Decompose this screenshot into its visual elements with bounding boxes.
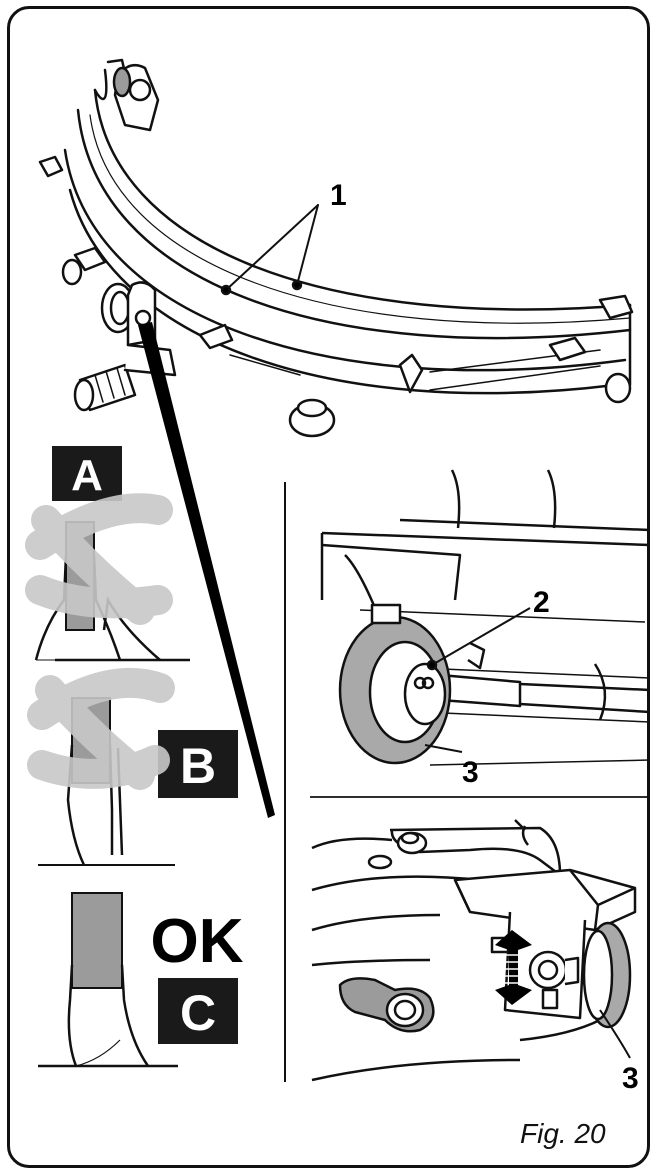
panel-a: A [25, 446, 190, 662]
tag-c-label: C [180, 985, 216, 1041]
tag-a-label: A [71, 451, 103, 500]
wheel-detail [320, 469, 651, 766]
tag-b-label: B [180, 738, 216, 794]
figure-caption: Fig. 20 [520, 1118, 606, 1149]
blade-strip-c [71, 892, 123, 989]
height-adjust-arrow [495, 930, 532, 1005]
zoom-wedge [138, 322, 275, 818]
callout-3-upper: 3 [462, 756, 479, 789]
tag-b-box [158, 730, 238, 798]
panel-c: OK C [38, 892, 244, 1068]
panel-b: B [27, 667, 238, 866]
ok-label: OK [151, 907, 244, 976]
cross-mark-b [27, 667, 175, 790]
tag-a-box [52, 446, 122, 501]
tag-c-box [158, 978, 238, 1044]
callout-1: 1 [330, 179, 347, 212]
cross-mark-a [25, 493, 173, 625]
callout-2: 2 [533, 586, 550, 619]
height-adjust-detail [311, 819, 637, 1082]
callout-3-lower: 3 [622, 1062, 639, 1095]
squeegee-assembly [38, 58, 634, 438]
